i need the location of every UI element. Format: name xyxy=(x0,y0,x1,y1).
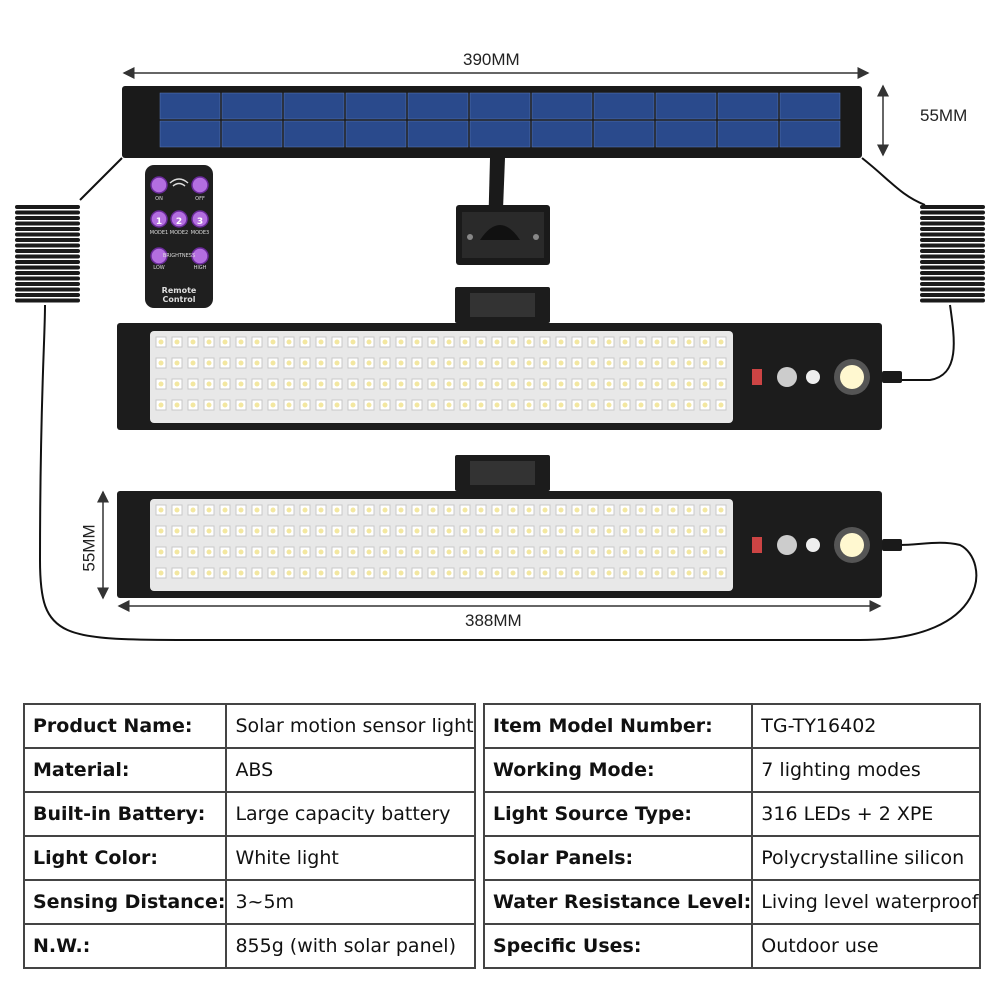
sensor-icon xyxy=(777,535,797,555)
spec-label: N.W.: xyxy=(22,923,228,969)
svg-text:MODE3: MODE3 xyxy=(191,230,209,236)
light-bar xyxy=(117,287,902,430)
svg-text:ON: ON xyxy=(155,196,163,202)
spec-row: Item Model Number:TG-TY16402 xyxy=(482,703,981,749)
spec-label: Product Name: xyxy=(22,703,228,749)
solar-cell xyxy=(779,92,841,120)
remote-button xyxy=(150,247,168,265)
spec-row: Solar Panels:Polycrystalline silicon xyxy=(482,835,981,881)
svg-text:Remote: Remote xyxy=(162,286,197,295)
spec-label: Specific Uses: xyxy=(482,923,754,969)
svg-text:3: 3 xyxy=(197,217,203,227)
spec-row: Light Color:White light xyxy=(22,835,476,881)
spec-value: 3~5m xyxy=(225,879,476,925)
spec-row: Working Mode:7 lighting modes xyxy=(482,747,981,793)
spec-row: N.W.:855g (with solar panel) xyxy=(22,923,476,969)
solar-cell xyxy=(717,92,779,120)
indicator xyxy=(752,537,762,553)
spec-value: Large capacity battery xyxy=(225,791,476,837)
svg-text:OFF: OFF xyxy=(195,196,205,202)
spec-row: Built-in Battery:Large capacity battery xyxy=(22,791,476,837)
spec-label: Water Resistance Level: xyxy=(482,879,754,925)
spec-value: Outdoor use xyxy=(751,923,981,969)
svg-text:2: 2 xyxy=(176,217,182,227)
spec-label: Material: xyxy=(22,747,228,793)
spec-row: Product Name:Solar motion sensor light xyxy=(22,703,476,749)
svg-text:MODE1: MODE1 xyxy=(150,230,168,236)
svg-text:Control: Control xyxy=(162,295,195,304)
panel-width-label: 390MM xyxy=(463,50,520,69)
spec-value: ABS xyxy=(225,747,476,793)
spec-value: Polycrystalline silicon xyxy=(751,835,981,881)
remote-button xyxy=(191,247,209,265)
solar-cell xyxy=(469,92,531,120)
spec-row: Sensing Distance:3~5m xyxy=(22,879,476,925)
spec-row: Material:ABS xyxy=(22,747,476,793)
spec-label: Light Source Type: xyxy=(482,791,754,837)
spec-value: 316 LEDs + 2 XPE xyxy=(751,791,981,837)
solar-cell xyxy=(531,92,593,120)
spec-value: White light xyxy=(225,835,476,881)
spec-value: Living level waterproof xyxy=(751,879,981,925)
solar-cell xyxy=(593,92,655,120)
light-height-label: 55MM xyxy=(79,524,99,572)
indicator xyxy=(752,369,762,385)
spec-value: 855g (with solar panel) xyxy=(225,923,476,969)
spec-value: Solar motion sensor light xyxy=(225,703,476,749)
cable-right xyxy=(900,304,955,381)
solar-cell xyxy=(283,120,345,148)
cable-left xyxy=(38,304,978,641)
solar-cell xyxy=(159,120,221,148)
spec-row: Water Resistance Level:Living level wate… xyxy=(482,879,981,925)
svg-text:MODE2: MODE2 xyxy=(170,230,188,236)
remote-button xyxy=(150,210,168,228)
spec-value: 7 lighting modes xyxy=(751,747,981,793)
remote-button xyxy=(191,210,209,228)
svg-text:BRIGHTNESS: BRIGHTNESS xyxy=(163,253,195,259)
solar-cell xyxy=(159,92,221,120)
solar-cell xyxy=(531,120,593,148)
light-bar xyxy=(117,455,902,598)
solar-cell xyxy=(655,92,717,120)
solar-cell xyxy=(655,120,717,148)
remote-control: ON OFF MODE1 MODE2 MODE3 BRIGHTNESS LOW … xyxy=(145,165,213,308)
remote-button xyxy=(191,176,209,194)
solar-cell xyxy=(345,92,407,120)
spec-row: Light Source Type:316 LEDs + 2 XPE xyxy=(482,791,981,837)
solar-cell xyxy=(593,120,655,148)
svg-text:LOW: LOW xyxy=(153,265,165,271)
spec-label: Built-in Battery: xyxy=(22,791,228,837)
solar-cell xyxy=(407,92,469,120)
spec-label: Sensing Distance: xyxy=(22,879,228,925)
remote-button xyxy=(170,210,188,228)
svg-text:1: 1 xyxy=(156,217,162,227)
spec-value: TG-TY16402 xyxy=(751,703,981,749)
solar-cell xyxy=(407,120,469,148)
panel-height-label: 55MM xyxy=(920,106,968,125)
spec-label: Solar Panels: xyxy=(482,835,754,881)
spec-row: Specific Uses:Outdoor use xyxy=(482,923,981,969)
light-width-label: 388MM xyxy=(465,611,522,630)
svg-text:HIGH: HIGH xyxy=(194,265,207,271)
solar-cell xyxy=(221,120,283,148)
spec-label: Light Color: xyxy=(22,835,228,881)
solar-cell xyxy=(469,120,531,148)
solar-cell xyxy=(345,120,407,148)
solar-cell xyxy=(779,120,841,148)
product-illustration: ON OFF MODE1 MODE2 MODE3 BRIGHTNESS LOW … xyxy=(15,67,985,641)
sensor-icon xyxy=(777,367,797,387)
solar-cell xyxy=(221,92,283,120)
solar-cell xyxy=(283,92,345,120)
remote-button xyxy=(150,176,168,194)
solar-cell xyxy=(717,120,779,148)
spec-label: Working Mode: xyxy=(482,747,754,793)
spec-label: Item Model Number: xyxy=(482,703,754,749)
